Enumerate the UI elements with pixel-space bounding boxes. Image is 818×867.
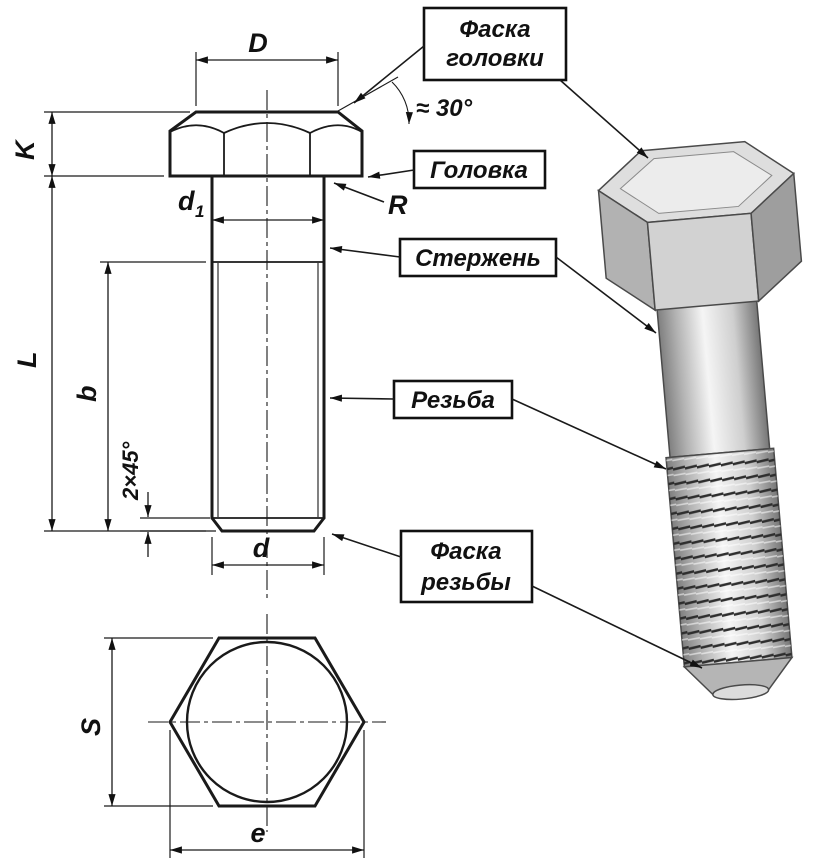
dimension-S: S: [76, 637, 213, 807]
leader-line: [555, 256, 657, 334]
dimension-tip-chamfer: 2×45°: [118, 441, 216, 557]
callout-shank: Стержень: [329, 237, 657, 334]
callout-box: [412, 149, 547, 190]
leader-line: [331, 533, 402, 558]
top-view: S e: [76, 614, 386, 858]
leader-line: [353, 45, 425, 104]
dimension-d: d: [211, 533, 325, 575]
leader-line: [329, 394, 395, 402]
front-view: D K L d 1 b: [10, 28, 473, 600]
bolt-head-front: [168, 110, 364, 178]
dimension-e: e: [169, 730, 365, 858]
callout-thread-label: Резьба: [411, 387, 495, 414]
dimension-R: R: [333, 182, 408, 220]
callout-shank-label: Стержень: [415, 245, 541, 272]
callout-head-chamfer: Фаска головки: [353, 6, 649, 159]
dimension-b: b: [72, 261, 206, 531]
dim-label-S: S: [76, 718, 106, 736]
dim-label-b: b: [72, 386, 102, 403]
callout-box: [422, 6, 568, 82]
bolt-3d-head-chamfer-ring: [619, 151, 773, 214]
hexagon-outline: [168, 636, 366, 808]
chamfer-angle-value: ≈ 30°: [416, 95, 473, 122]
head-chamfer-circle: [185, 640, 349, 804]
dimension-K: K: [10, 111, 190, 177]
leader-line: [511, 398, 667, 470]
leader-line: [559, 79, 649, 159]
dimension-D: D: [195, 28, 339, 106]
dim-label-tip-chamfer: 2×45°: [118, 441, 143, 501]
bolt-3d: [597, 140, 803, 701]
bolt-3d-head-face-right: [750, 171, 803, 303]
callout-box: [392, 379, 514, 420]
callout-thread-chamfer: Фаска резьбы: [331, 529, 703, 669]
callout-box: [398, 237, 558, 278]
callout-head-chamfer-line1: Фаска: [459, 16, 530, 43]
dim-label-L: L: [12, 352, 42, 369]
head-chamfer-arc-middle: [223, 122, 311, 134]
dimension-L: L: [12, 176, 206, 532]
callout-head: Головка: [367, 149, 547, 190]
bolt-3d-tip-face: [712, 683, 770, 701]
tip-chamfer-outline: [210, 516, 326, 533]
callout-thread-chamfer-line2: резьбы: [420, 569, 511, 596]
dim-label-d: d: [253, 533, 270, 563]
leader-line: [333, 182, 385, 203]
dim-label-D: D: [248, 28, 268, 58]
leader-line: [531, 585, 703, 669]
head-chamfer-arc-left: [169, 124, 225, 134]
dim-label-d1-subscript: 1: [195, 202, 204, 221]
chamfer-angle-arc: [391, 81, 413, 125]
dim-label-d1: d: [178, 186, 195, 216]
dim-label-K: K: [10, 138, 40, 160]
callout-thread-chamfer-line1: Фаска: [430, 538, 501, 565]
chamfer-angle-annotation: ≈ 30°: [337, 76, 473, 125]
head-outline: [168, 110, 364, 178]
chamfer-angle-ref-line: [337, 76, 399, 112]
bolt-3d-thread-ridges: [666, 448, 792, 667]
callout-head-label: Головка: [430, 157, 528, 184]
callout-thread: Резьба: [329, 379, 667, 470]
bolt-3d-shank: [655, 286, 771, 459]
leader-line: [329, 245, 401, 258]
bolt-shank-front: [210, 174, 326, 533]
dim-label-R: R: [388, 190, 408, 220]
head-chamfer-arc-right: [309, 124, 363, 134]
dimension-d1: d 1: [178, 186, 324, 224]
bolt-3d-head-face-middle: [646, 212, 760, 311]
leader-line: [367, 169, 415, 179]
callout-box: [399, 529, 534, 604]
callout-head-chamfer-line2: головки: [446, 45, 544, 72]
dim-label-e: e: [250, 818, 265, 848]
